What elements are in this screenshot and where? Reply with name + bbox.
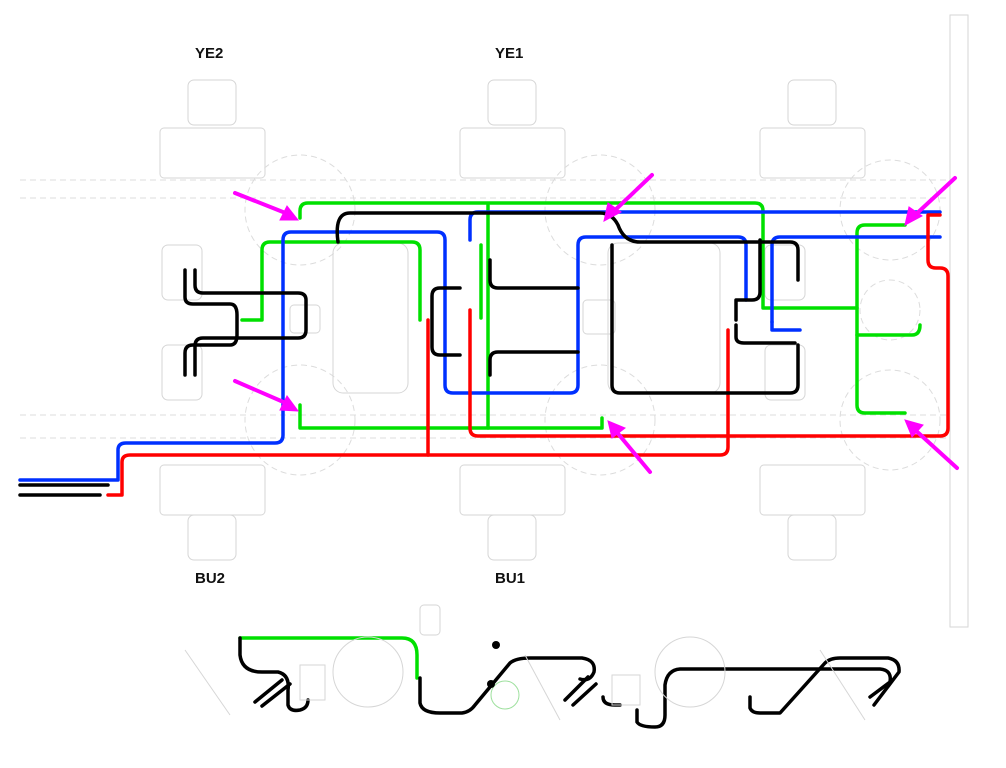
wheel-group-3 [759, 79, 941, 561]
background-bu-view [184, 604, 866, 721]
air-tank-1 [332, 242, 409, 394]
relay-valve-2 [582, 299, 616, 335]
wheel-group-ye2 [159, 79, 356, 561]
supply-lines [238, 201, 922, 680]
arrow-icon [233, 379, 300, 412]
label-bu2: BU2 [195, 570, 226, 587]
brake-lines [183, 211, 901, 729]
background-chassis [20, 14, 969, 628]
arrow-icon [904, 419, 959, 470]
highlight-arrows [233, 173, 959, 474]
wheel-group-ye1 [459, 79, 656, 561]
arrow-icon [607, 420, 652, 474]
arrow-icon [233, 191, 300, 221]
label-ye2: YE2 [195, 45, 224, 62]
label-ye1: YE1 [495, 45, 524, 62]
arrow-icon [904, 176, 957, 226]
emergency-lines [106, 213, 950, 497]
arrow-icon [603, 173, 654, 222]
valve-icon [490, 680, 520, 710]
label-bu1: BU1 [495, 570, 526, 587]
